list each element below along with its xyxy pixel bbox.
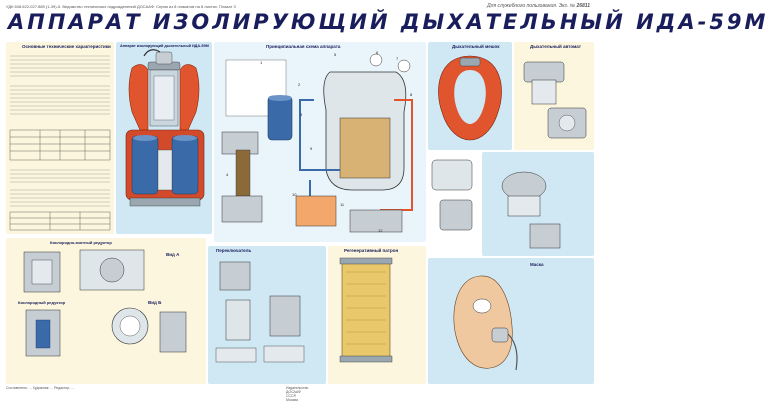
svg-text:4: 4 <box>226 172 229 177</box>
svg-text:2: 2 <box>298 82 301 87</box>
svg-text:10: 10 <box>292 192 297 197</box>
automat-title: Дыхательный автомат <box>530 44 581 49</box>
automat-illustration <box>523 61 587 139</box>
scheme-illustration <box>221 53 413 233</box>
switch-illustrations <box>215 261 305 363</box>
o2-reducer-title: Кислородный редуктор <box>18 300 66 305</box>
reducer-illustrations <box>23 249 187 357</box>
mask-illustration <box>453 275 518 371</box>
specs-table <box>9 55 111 231</box>
bag-illustration <box>438 55 502 141</box>
bag-title: Дыхательный мешок <box>452 44 500 49</box>
top-left-note: УДК 608.622-027.889 (1-39)-5. Ведомство … <box>6 4 236 9</box>
mask-title: Маска <box>530 262 544 267</box>
device-title: Аппарат изолирующий дыхательный ИДА-59М <box>120 44 209 48</box>
view-b-label: Вид Б <box>148 300 162 305</box>
footer-left: Составитель: ... Художник: ... Редактор:… <box>6 386 75 390</box>
cartridge-illustration <box>339 257 393 363</box>
svg-text:9: 9 <box>310 146 313 151</box>
reducer-title: Кислородно-азотный редуктор <box>50 240 112 245</box>
view-a-label: Вид А <box>166 252 180 257</box>
svg-text:11: 11 <box>340 202 345 207</box>
valve-illustrations <box>431 159 561 249</box>
svg-text:7: 7 <box>396 56 399 61</box>
svg-text:1: 1 <box>260 60 263 65</box>
svg-text:8: 8 <box>410 92 413 97</box>
poster-title: Аппарат изолирующий дыхательный ИДА-59М <box>8 10 768 34</box>
switch-title: Переключатель <box>216 248 252 253</box>
footer-center: Издательство ДОСААФ СССР, Москва <box>286 386 309 402</box>
svg-text:12: 12 <box>378 228 383 233</box>
scheme-title: Принципиальная схема аппарата <box>266 44 341 49</box>
sheet-number: 26811 <box>576 3 590 9</box>
poster: УДК 608.622-027.889 (1-39)-5. Ведомство … <box>6 2 768 402</box>
svg-text:6: 6 <box>376 50 379 55</box>
svg-text:3: 3 <box>300 112 303 117</box>
svg-text:5: 5 <box>334 52 337 57</box>
top-right-note: Для служебного пользования. Экз. № 26811 <box>487 3 590 9</box>
cartridge-title: Регенеративный патрон <box>344 248 399 253</box>
specs-title: Основные технические характеристики <box>22 44 111 49</box>
footer: Составитель: ... Художник: ... Редактор:… <box>6 386 308 402</box>
device-illustration <box>125 49 205 207</box>
top-meta: УДК 608.622-027.889 (1-39)-5. Ведомство … <box>6 2 594 11</box>
